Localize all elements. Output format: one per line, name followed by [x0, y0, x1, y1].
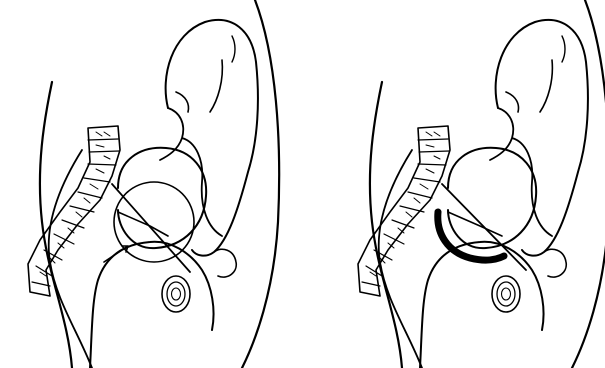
- panel-left: [28, 0, 279, 368]
- pelvic-diameter-line: [448, 212, 502, 236]
- pelvic-axis-line: [112, 184, 190, 272]
- direction-arrow: [104, 246, 128, 262]
- panel-right: [358, 0, 605, 368]
